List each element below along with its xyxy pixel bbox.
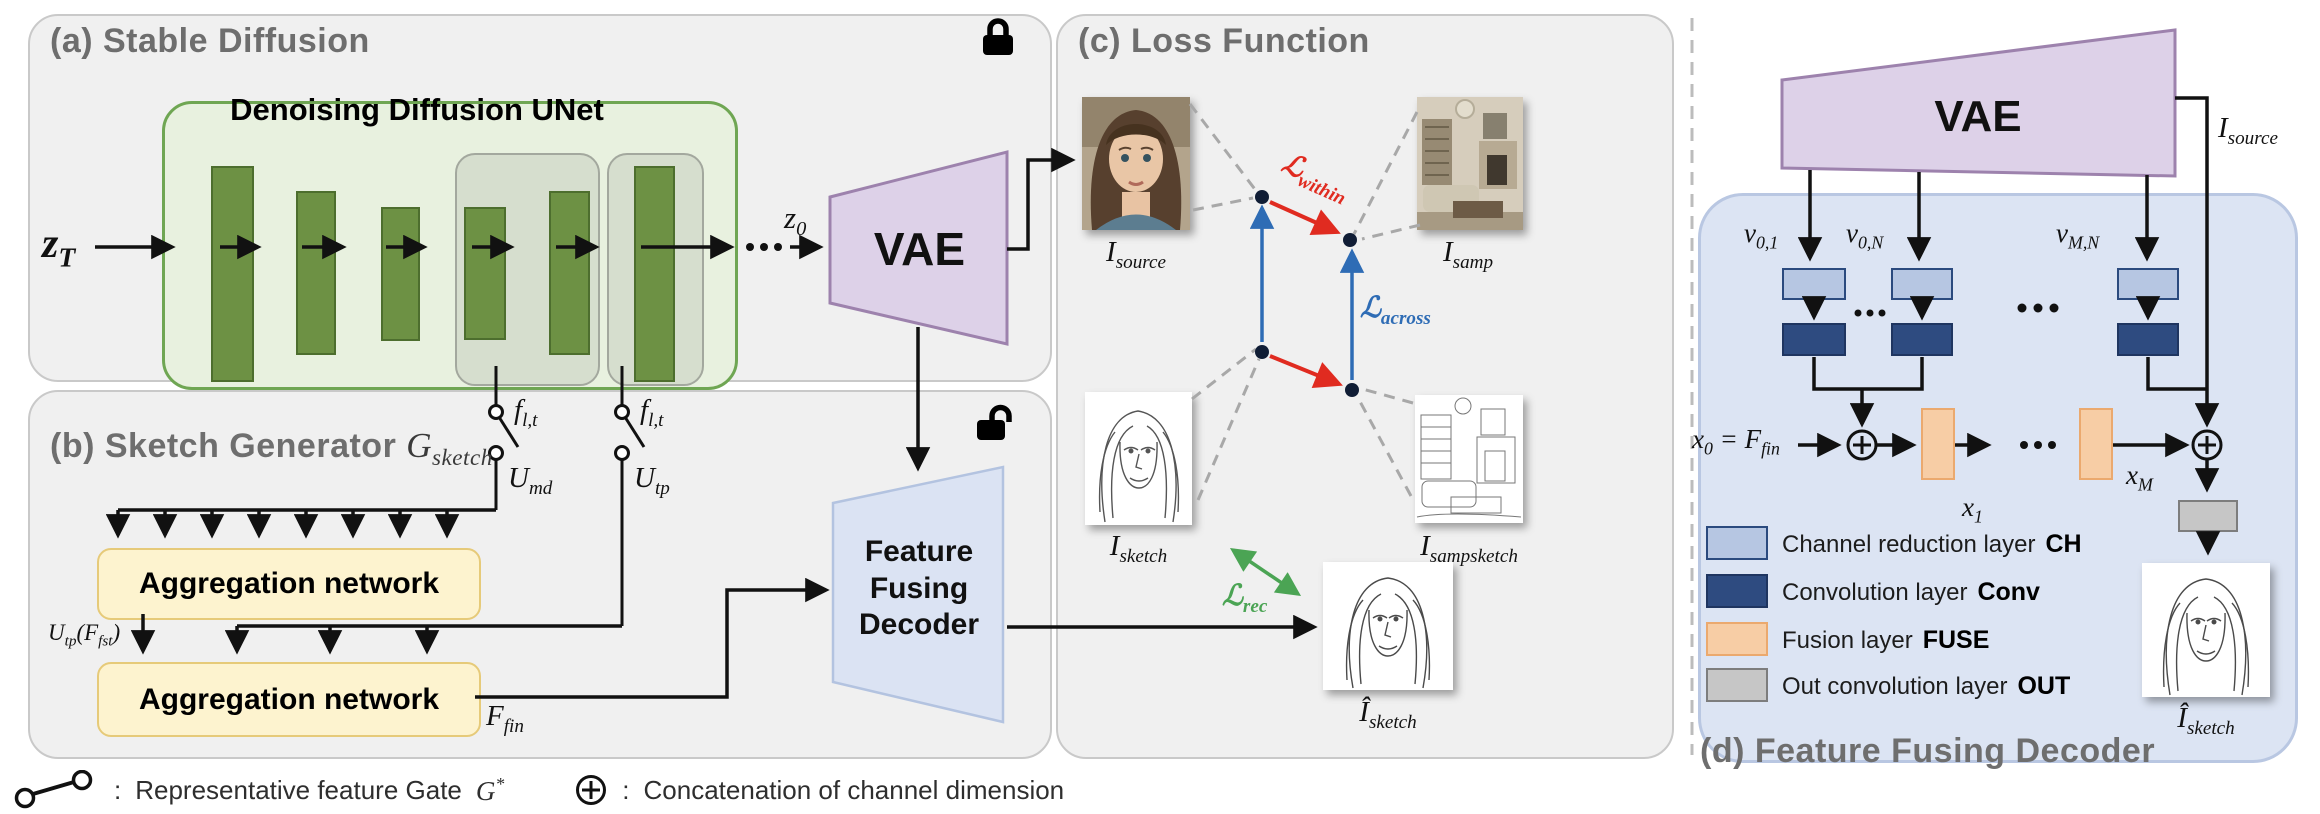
fusion-layer [2079, 408, 2113, 480]
lock-closed-icon [983, 18, 1013, 55]
sample-photo [1417, 97, 1523, 230]
u-tp-label: Utp [634, 462, 670, 499]
panel-c-title: (c) Loss Function [1078, 22, 1370, 60]
unet-bar [296, 191, 336, 355]
unet-bar [211, 166, 254, 382]
v-0N-label: v0,N [1846, 218, 1884, 253]
i-hat-sketch-decoder-label: Îsketch [2177, 702, 2235, 739]
unet-bar [549, 191, 590, 355]
bottom-legend: : Representative feature Gate G* : Conca… [12, 770, 1064, 810]
vae-label: VAE [873, 223, 966, 275]
f-lt-label-2: fl,t [640, 394, 664, 431]
channel-reduction-layer [2117, 268, 2179, 300]
unet-title: Denoising Diffusion UNet [230, 92, 604, 127]
channel-reduction-layer [1782, 268, 1846, 300]
concat-legend-text: Concatenation of channel dimension [643, 774, 1065, 805]
lock-open-icon [977, 404, 1012, 440]
panel-d-title: (d) Feature Fusing Decoder [1700, 732, 2156, 770]
unet-bar [464, 207, 506, 340]
i-samp-label: Isamp [1442, 236, 1494, 273]
convolution-layer [2117, 323, 2179, 356]
gate-legend-math: G* [475, 773, 505, 806]
sample-sketch-image [1415, 395, 1523, 523]
unet-bar [381, 207, 420, 341]
loss-rec-label: ℒrec [1222, 580, 1268, 617]
aggregation-network-1-label: Aggregation network [138, 567, 439, 600]
legend-swatch-fuse [1706, 622, 1768, 656]
i-hat-sketch-label: Îsketch [1359, 696, 1417, 733]
panel-b-title-math: Gsketch [406, 426, 493, 470]
z-T-label: zT [42, 221, 76, 273]
x-M-label: xM [2126, 460, 2153, 495]
feature-fusing-decoder-label: Feature Fusing Decoder [858, 535, 980, 642]
gate-legend-text: Representative feature Gate [135, 774, 462, 805]
generated-sketch-image-decoder [2142, 563, 2270, 697]
i-sampsketch-label: Isampsketch [1420, 530, 1518, 567]
legend-separator: : [114, 774, 122, 805]
legend-swatch-conv [1706, 574, 1768, 608]
feature-gate-icon [14, 770, 93, 809]
convolution-layer [1782, 323, 1846, 356]
panel-stable-diffusion [28, 14, 1052, 390]
u-tp-f-fst-label: Utp(Ffst) [48, 620, 121, 650]
x-1-label: x1 [1962, 492, 1983, 527]
aggregation-network-1: Aggregation network [97, 548, 481, 620]
fusion-layer [1921, 408, 1955, 480]
i-sketch-label: Isketch [1109, 530, 1168, 567]
aggregation-network-2: Aggregation network [97, 662, 481, 737]
panel-a-title: (a) Stable Diffusion [50, 22, 370, 60]
legend-separator: : [622, 774, 630, 805]
unet-bar [634, 166, 675, 382]
source-sketch-image [1085, 392, 1192, 525]
out-convolution-layer [2178, 500, 2238, 532]
z-0-label: z0 [784, 200, 807, 241]
f-fin-label: Ffin [486, 700, 524, 737]
v-01-label: v0,1 [1744, 218, 1779, 253]
generated-sketch-image [1323, 562, 1453, 690]
u-md-label: Umd [508, 462, 553, 499]
legend-swatch-ch [1706, 526, 1768, 560]
vae-decoder-label: VAE [1934, 92, 2022, 141]
i-source-label: Isource [1106, 236, 1166, 273]
source-photo [1082, 97, 1190, 230]
channel-reduction-layer [1891, 268, 1953, 300]
loss-across-label: ℒacross [1360, 292, 1431, 329]
x-0-label: x0 = Ffin [1692, 424, 1780, 459]
v-MN-label: vM,N [2056, 218, 2100, 253]
f-lt-label-1: fl,t [514, 394, 538, 431]
convolution-layer [1891, 323, 1953, 356]
panel-b-title: (b) Sketch Generator Gsketch [50, 426, 493, 470]
concat-icon [576, 775, 607, 805]
legend-swatch-out [1706, 668, 1768, 702]
aggregation-network-2-label: Aggregation network [138, 682, 439, 716]
i-source-decoder-label: Isource [2218, 112, 2278, 149]
